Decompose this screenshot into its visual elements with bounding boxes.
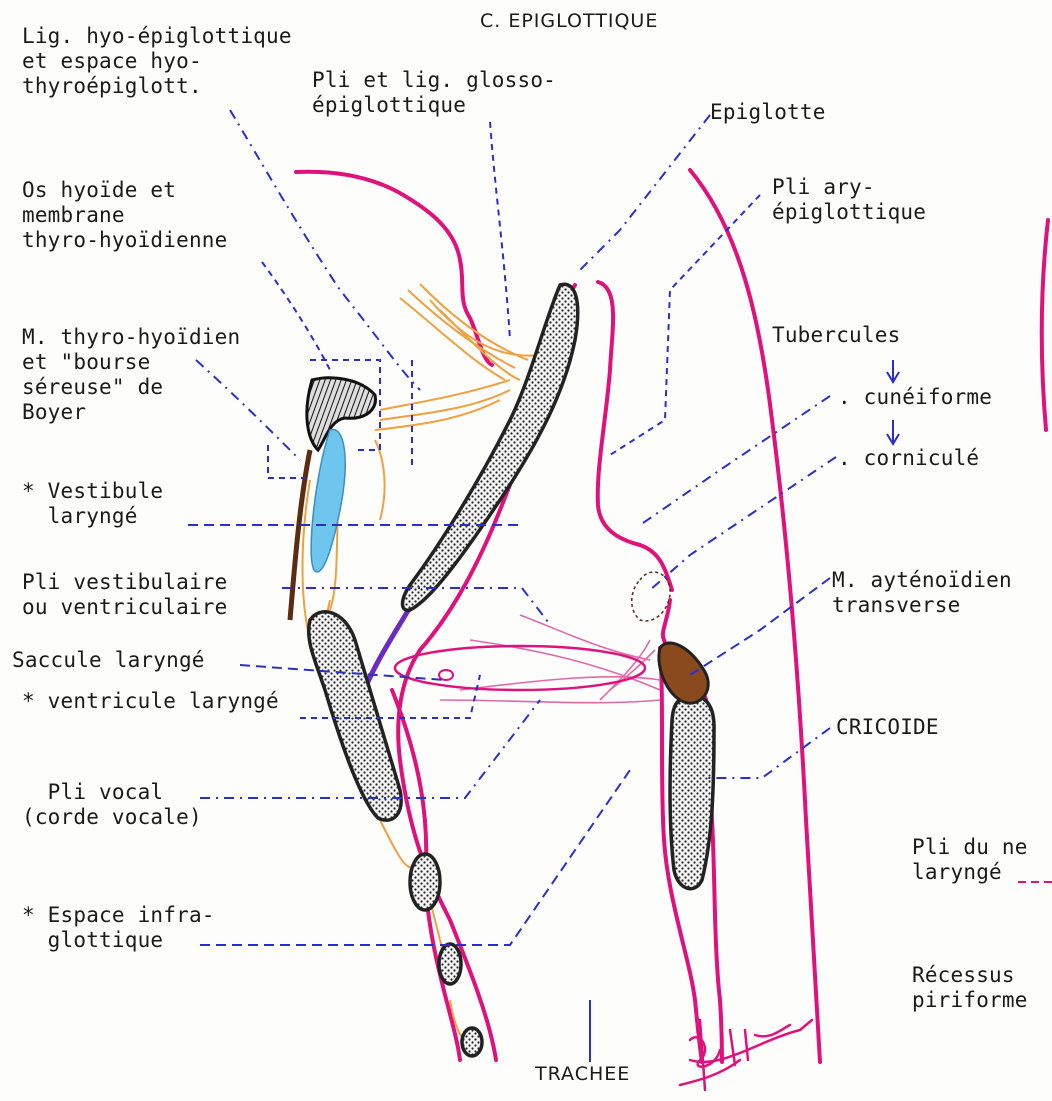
label-ventricule: * ventricule laryngé — [22, 689, 279, 714]
thyroid-cartilage — [309, 612, 482, 1056]
cuneiform-outline — [632, 572, 670, 621]
thyrohyoid-muscle-strand — [290, 450, 310, 620]
label-vestibule: * Vestibule laryngé — [22, 479, 163, 529]
diagram-title: C. EPIGLOTTIQUE — [480, 9, 658, 34]
label-trachee: TRACHEE — [535, 1062, 630, 1087]
label-m-thyro-hyoidien: M. thyro-hyoïdien et "bourse séreuse" de… — [22, 325, 240, 425]
arrow-cornicule — [887, 420, 899, 444]
label-cuneiforme: . cunéiforme — [838, 385, 992, 410]
label-pli-ary-epiglottique: Pli ary- épiglottique — [772, 175, 926, 225]
label-cornicule: . corniculé — [838, 446, 979, 471]
leader-ary — [610, 195, 760, 455]
label-lig-hyo-epiglottique: Lig. hyo-épiglottique et espace hyo- thy… — [22, 24, 292, 99]
leader-lig-hyo — [230, 110, 420, 390]
label-tubercules: Tubercules — [772, 323, 900, 348]
label-pli-vestibulaire: Pli vestibulaire ou ventriculaire — [22, 570, 228, 620]
label-pli-vocal: Pli vocal (corde vocale) — [22, 780, 202, 830]
pharynx-outer — [690, 170, 820, 1062]
leader-glosso — [490, 122, 510, 340]
right-edge-line — [1042, 220, 1048, 430]
thyrohyoid-bursa — [311, 430, 345, 572]
arytenoid-cartilage — [659, 643, 708, 703]
leader-cornicule — [650, 457, 836, 590]
leader-cricoide — [705, 728, 830, 778]
leader-os-hyoide — [262, 262, 330, 370]
arrow-cuneiforme — [887, 360, 899, 382]
label-os-hyoide: Os hyoïde et membrane thyro-hyoïdienne — [22, 178, 228, 253]
box-thyro — [268, 445, 305, 478]
epiglottis-mucosa — [598, 282, 672, 590]
label-m-aytenoidien: M. ayténoïdien transverse — [832, 568, 1012, 618]
epiglottic-cartilage — [403, 284, 578, 610]
label-saccule: Saccule laryngé — [12, 648, 205, 673]
label-epiglotte: Epiglotte — [710, 100, 826, 125]
label-espace-infra-glottique: * Espace infra- glottique — [22, 903, 215, 953]
label-pli-du-nerf: Pli du ne laryngé — [912, 835, 1028, 885]
leader-epiglotte — [580, 115, 710, 270]
leader-infra — [200, 770, 630, 945]
leader-cuneiforme — [640, 396, 830, 525]
label-pli-glosso-epiglottique: Pli et lig. glosso- épiglottique — [312, 68, 556, 118]
cricoid-lamina — [670, 696, 714, 888]
saccule-spiral — [439, 670, 453, 680]
label-recessus-piriforme: Récessus piriforme — [912, 963, 1028, 1013]
leader-aytenoidien — [690, 578, 830, 675]
label-cricoide: CRICOIDE — [836, 715, 939, 740]
